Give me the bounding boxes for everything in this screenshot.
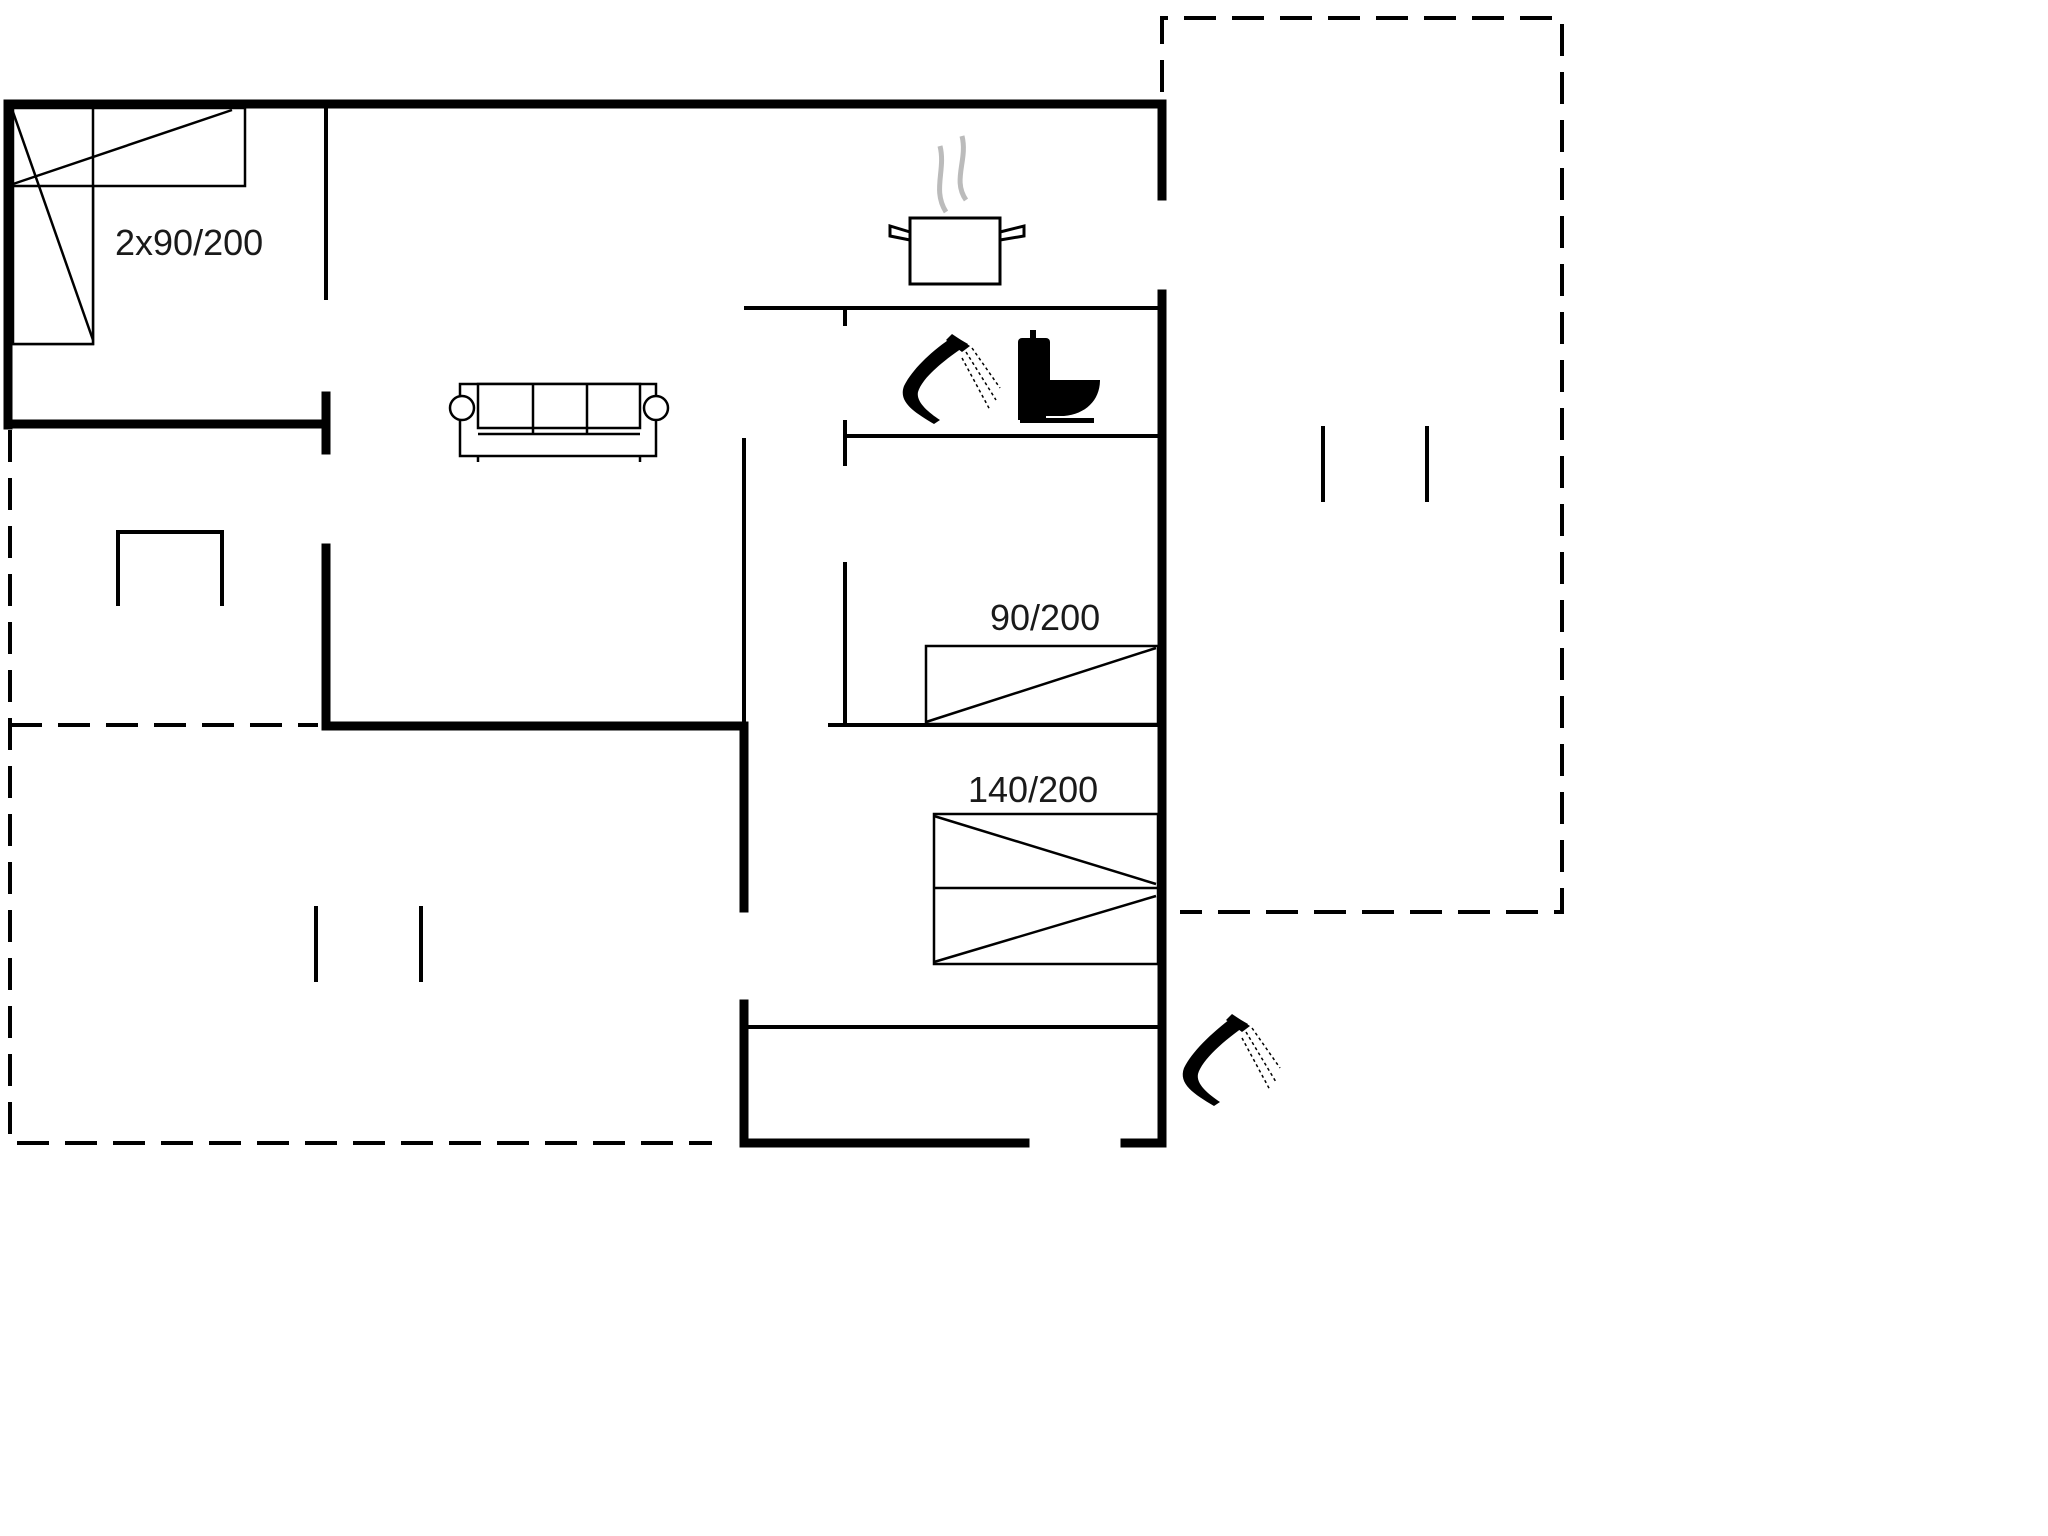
shower-head-icon	[902, 334, 1001, 424]
outdoor-bench-marks	[314, 426, 1429, 982]
double-bed	[932, 812, 1160, 966]
floor-plan: 2x90/200 90/200	[3, 16, 1564, 1148]
bed-size-label-double: 140/200	[968, 769, 1098, 810]
twin-bed	[11, 106, 247, 346]
bed-size-label-single: 90/200	[990, 597, 1100, 638]
interior-partitions	[324, 108, 1160, 1029]
outdoor-table	[116, 530, 224, 606]
terrace-outlines	[8, 16, 1564, 1145]
cooking-pot-icon	[888, 135, 1026, 286]
exterior-walls	[3, 99, 1167, 1148]
bed-size-label-twin: 2x90/200	[115, 222, 263, 263]
outdoor-shower-icon	[1182, 1014, 1281, 1106]
toilet-icon	[1018, 330, 1100, 423]
single-bed	[924, 644, 1160, 726]
sofa-icon	[448, 382, 670, 462]
